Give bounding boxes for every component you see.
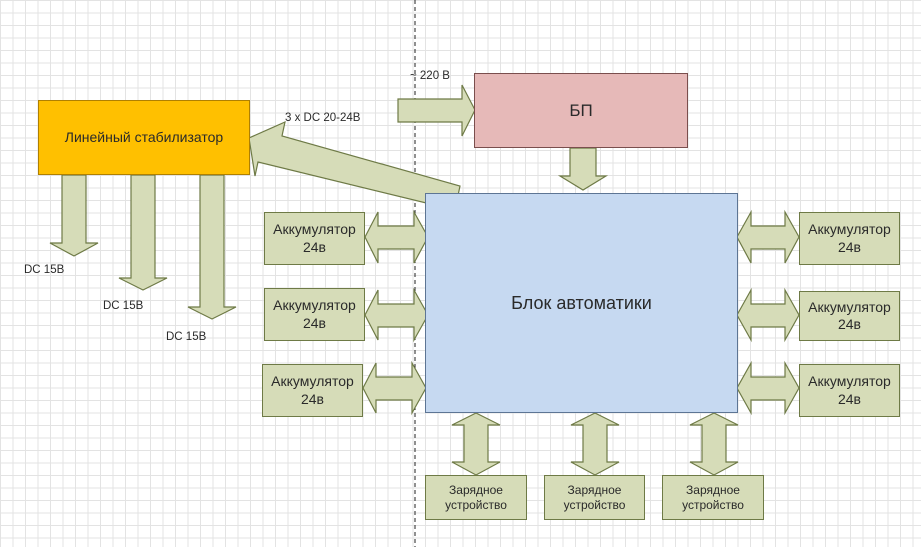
psu-to-automation-arrow: [557, 147, 609, 191]
mains-arrow: [397, 84, 476, 137]
right-battery-arrow-2: [736, 287, 800, 343]
charger-arrow-1: [451, 412, 501, 476]
output-arrow-3: [187, 174, 237, 320]
charger-3: Зарядное устройство: [662, 475, 764, 520]
battery-left-1: Аккумулятор 24в: [264, 212, 365, 265]
output-arrow-2: [118, 174, 168, 291]
linear-stabilizer-block: Линейный стабилизатор: [38, 100, 250, 175]
charger-2: Зарядное устройство: [544, 475, 645, 520]
output-voltage-label-1: DC 15В: [24, 264, 65, 276]
output-voltage-label-3: DC 15В: [166, 331, 207, 343]
left-battery-arrow-1: [364, 209, 429, 264]
left-battery-arrow-3: [362, 360, 427, 416]
left-battery-arrow-2: [364, 287, 429, 343]
output-arrow-1: [49, 174, 99, 257]
charger-arrow-3: [689, 412, 739, 476]
battery-left-3: Аккумулятор 24в: [262, 364, 363, 417]
automation-block: Блок автоматики: [425, 193, 738, 413]
right-battery-arrow-1: [736, 209, 800, 264]
battery-right-2: Аккумулятор 24в: [799, 291, 900, 341]
mains-voltage-label: ~ 220 В: [410, 70, 450, 82]
output-voltage-label-2: DC 15В: [103, 300, 144, 312]
right-battery-arrow-3: [736, 360, 800, 416]
battery-right-1: Аккумулятор 24в: [799, 212, 900, 265]
charger-1: Зарядное устройство: [425, 475, 527, 520]
supply-arrow: [248, 120, 461, 211]
battery-right-3: Аккумулятор 24в: [799, 364, 900, 417]
charger-arrow-2: [570, 412, 620, 476]
supply-voltage-label: 3 x DC 20-24В: [285, 112, 361, 124]
battery-left-2: Аккумулятор 24в: [264, 288, 365, 341]
psu-block: БП: [474, 73, 688, 148]
